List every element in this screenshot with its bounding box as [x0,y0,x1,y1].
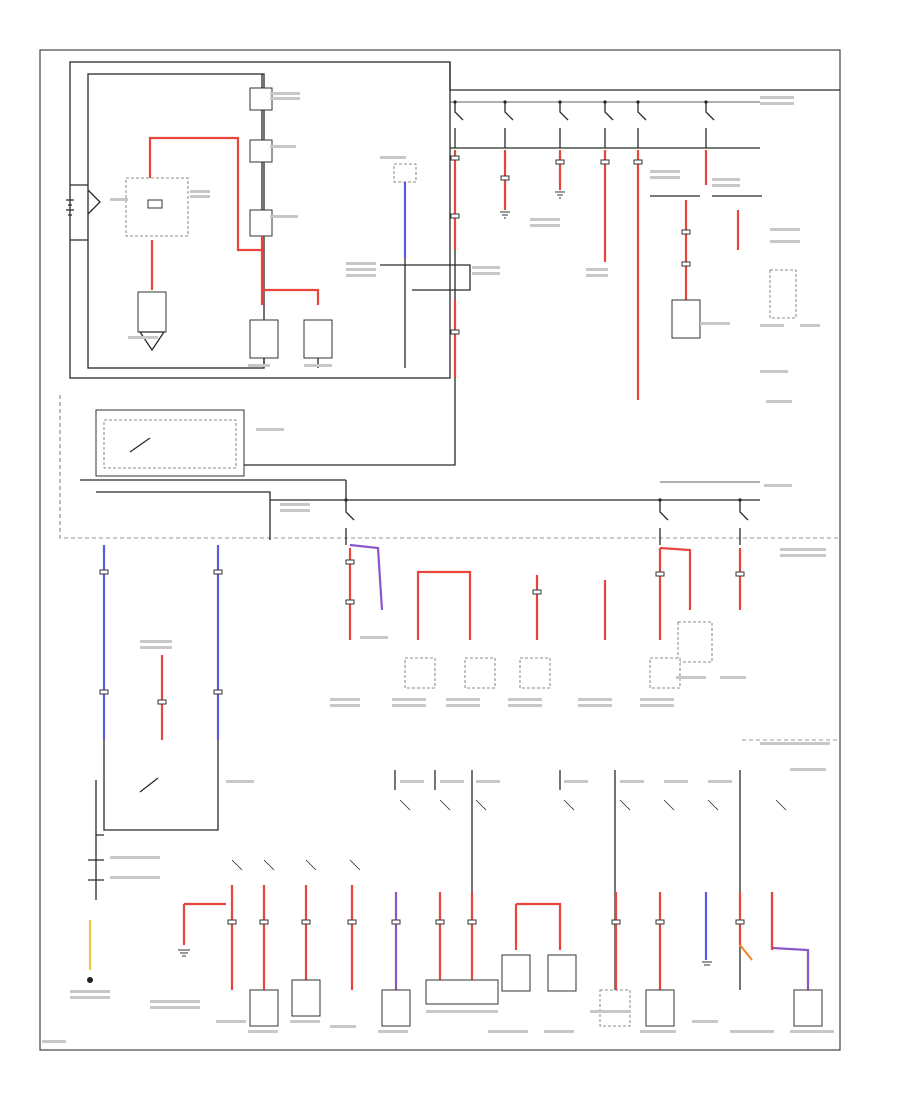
battery-section [66,61,471,379]
lower-left-relay [87,545,220,983]
top-fuse-bus [240,62,840,466]
component-box-4 [425,979,499,1005]
fuse-top-5 [637,102,647,148]
fuse-top-2 [504,102,514,148]
component-box-6 [547,954,577,992]
battery-icon [66,189,101,216]
component-box-8 [793,989,823,1027]
fuse-top-4 [604,102,614,148]
branch-circuits [178,543,840,1027]
fuse-top-6 [705,102,715,148]
diagram-border [39,49,841,1051]
alternator-component-box [303,319,333,359]
generator-component-box [249,319,279,359]
connector-marks [99,155,745,925]
fuse-top-3 [559,102,569,148]
component-box-5 [501,954,531,992]
component-box-2 [291,979,321,1017]
starter-component-box [137,291,167,333]
dme-relay-box [671,299,701,339]
middle-distribution [59,395,840,545]
label-placeholders [42,92,834,1043]
component-box-1 [249,989,279,1027]
component-box-3 [381,989,411,1027]
fuse-top-1 [454,102,464,148]
component-box-7 [645,989,675,1027]
